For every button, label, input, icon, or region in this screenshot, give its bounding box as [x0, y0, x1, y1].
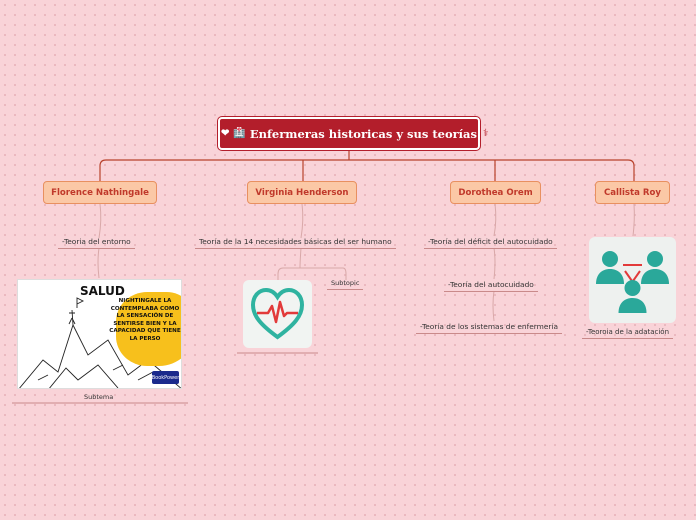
topic-callista[interactable]: Callista Roy — [595, 181, 670, 204]
subtopic-placeholder[interactable]: Subtopic — [327, 279, 364, 290]
subtopic-autocuidado[interactable]: -Teoría del autocuidado — [444, 280, 538, 292]
stethoscope-icon: ⚕ — [483, 128, 489, 139]
subtopic-sistemas-enfermeria[interactable]: -Teoría de los sistemas de enfermería — [416, 322, 563, 334]
people-network-icon — [596, 251, 669, 313]
subtopic-14-necesidades[interactable]: Teoría de la 14 necesidades básicas del … — [195, 237, 396, 249]
salud-quote: NIGHTINGALE LA CONTEMPLABA COMO LA SENSA… — [109, 298, 181, 342]
topic-label: Dorothea Orem — [458, 187, 533, 198]
topic-label: Florence Nathingale — [51, 187, 149, 198]
root-title: Enfermeras historicas y sus teorías — [249, 126, 477, 141]
topic-florence[interactable]: Florence Nathingale — [43, 181, 157, 204]
salud-title: SALUD — [80, 284, 125, 298]
network-people-image[interactable] — [589, 237, 676, 323]
heart-pulse-icon — [250, 287, 305, 340]
quote-bubble — [116, 292, 181, 366]
subtopic-teoria-entorno[interactable]: -Teoria del entorno — [58, 237, 135, 249]
root-topic[interactable]: ❤ 🏥 Enfermeras historicas y sus teorías — [218, 117, 480, 150]
subtopic-adaptacion[interactable]: -Teoroia de la adatación — [582, 328, 674, 339]
salud-image[interactable]: SALUD NIGHTINGALE LA CONTEMPLABA COMO LA… — [17, 279, 182, 389]
topic-dorothea[interactable]: Dorothea Orem — [450, 181, 541, 204]
heart-rate-image[interactable] — [243, 280, 312, 348]
topic-virginia[interactable]: Virginia Henderson — [247, 181, 357, 204]
heart-card-icon: ❤ — [221, 128, 230, 139]
salud-logo: BookPower — [152, 371, 179, 384]
image-caption[interactable]: Subtema — [84, 393, 114, 401]
subtopic-deficit-autocuidado[interactable]: -Teoría del déficit del autocuidado — [424, 237, 557, 249]
hospital-icon: 🏥 — [233, 128, 246, 139]
topic-label: Virginia Henderson — [255, 187, 349, 198]
topic-label: Callista Roy — [603, 187, 662, 198]
